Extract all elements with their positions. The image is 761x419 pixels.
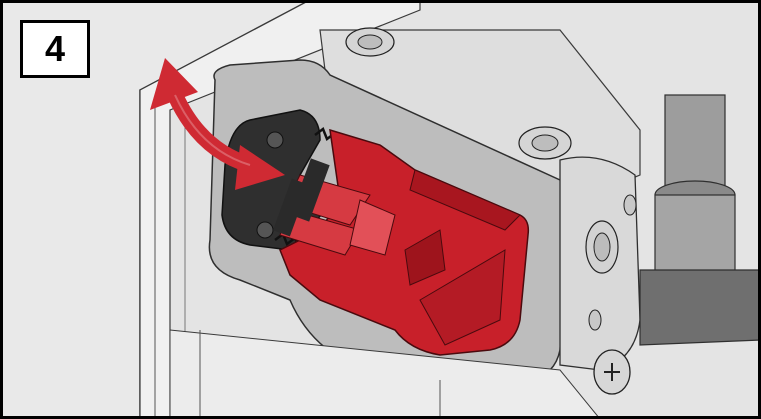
screw-icon <box>593 349 631 395</box>
step-number-badge: 4 <box>20 20 90 78</box>
mounting-holes <box>345 27 637 331</box>
rotation-double-arrow-icon <box>150 58 285 190</box>
highlighted-part <box>272 128 530 356</box>
